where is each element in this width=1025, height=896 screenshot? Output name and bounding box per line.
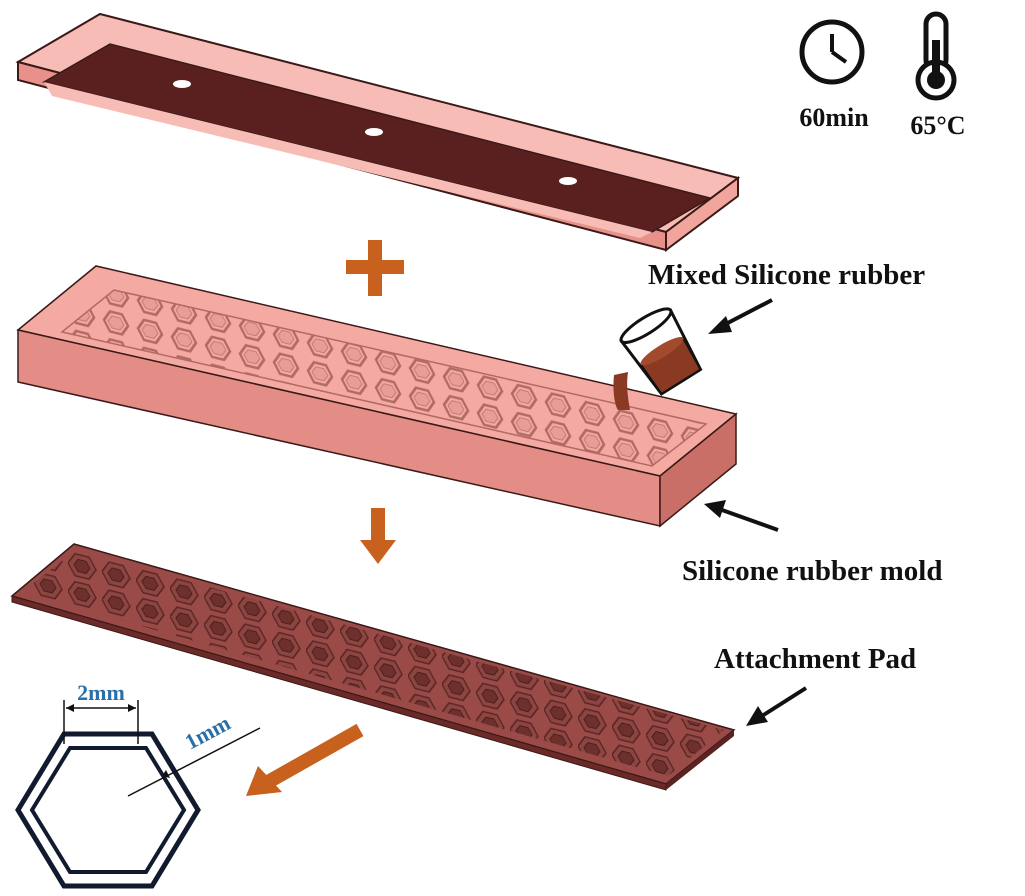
pointer-arrow-mold: [704, 500, 779, 532]
silicone-rubber-mold-label: Silicone rubber mold: [682, 555, 943, 587]
silicone-rubber-mold: [16, 265, 738, 528]
attachment-pad-label: Attachment Pad: [714, 643, 916, 675]
thermometer-icon: [915, 11, 957, 101]
dim-line-1mm: [127, 727, 261, 797]
down-arrow-icon: [360, 508, 396, 564]
lid-hole-1: [173, 80, 191, 88]
pointer-arrow-pad: [746, 686, 808, 726]
hexagon-detail: [15, 700, 261, 889]
dim-2mm-label: 2mm: [77, 680, 125, 705]
diagonal-arrow-icon: [246, 723, 364, 796]
clock-icon: [799, 19, 865, 85]
beaker-icon: [613, 307, 703, 410]
mixed-silicone-rubber-label: Mixed Silicone rubber: [648, 259, 925, 291]
lid-hole-2: [365, 128, 383, 136]
plus-icon: [346, 240, 404, 296]
attachment-pad: [10, 543, 736, 791]
pointer-arrow-mixed-rubber: [708, 298, 773, 334]
top-lid: [15, 12, 741, 252]
temperature-label: 65°C: [910, 111, 965, 140]
time-label: 60min: [799, 103, 869, 132]
dim-1mm-label: 1mm: [181, 710, 235, 754]
lid-hole-3: [559, 177, 577, 185]
